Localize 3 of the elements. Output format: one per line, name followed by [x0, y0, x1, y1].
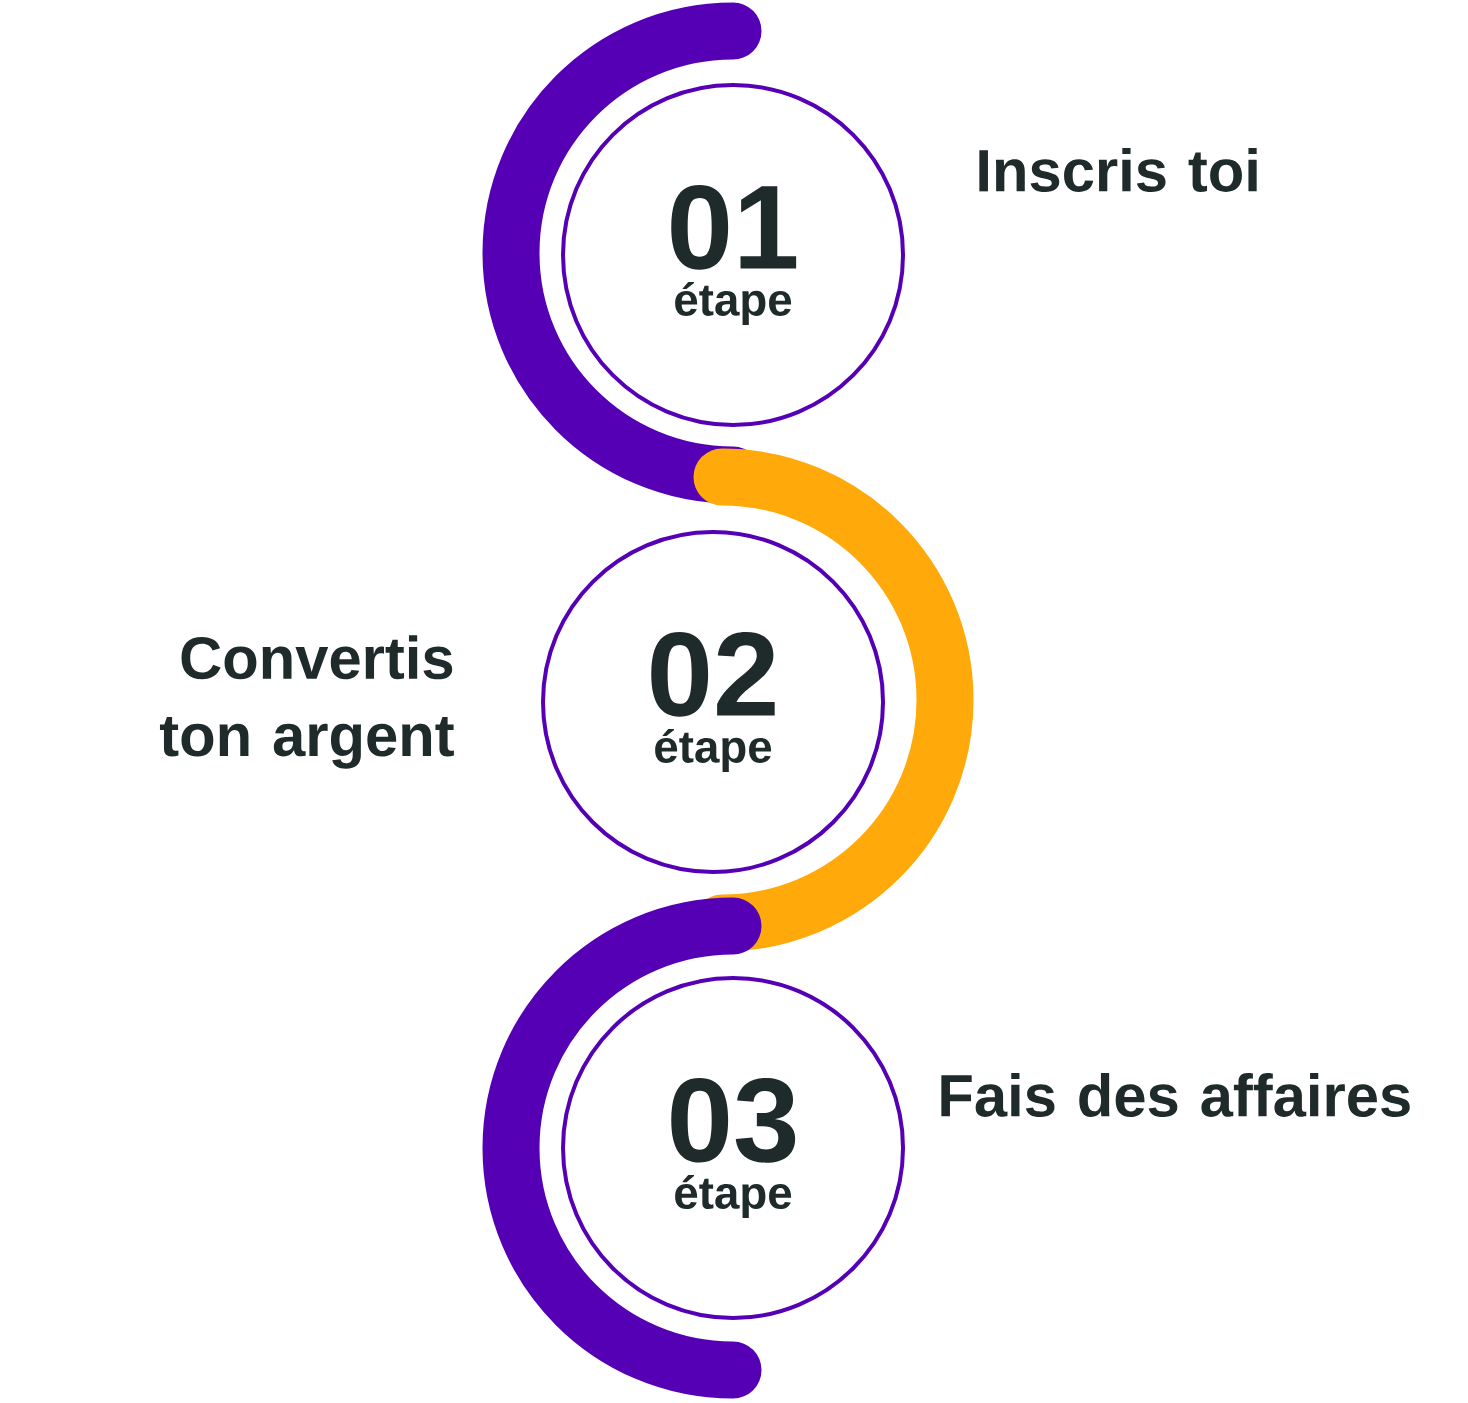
step-label: Convertis ton argent — [159, 635, 454, 769]
step-label: Inscris toi — [979, 148, 1257, 192]
step-label: Fais des affaires — [941, 1073, 1410, 1117]
